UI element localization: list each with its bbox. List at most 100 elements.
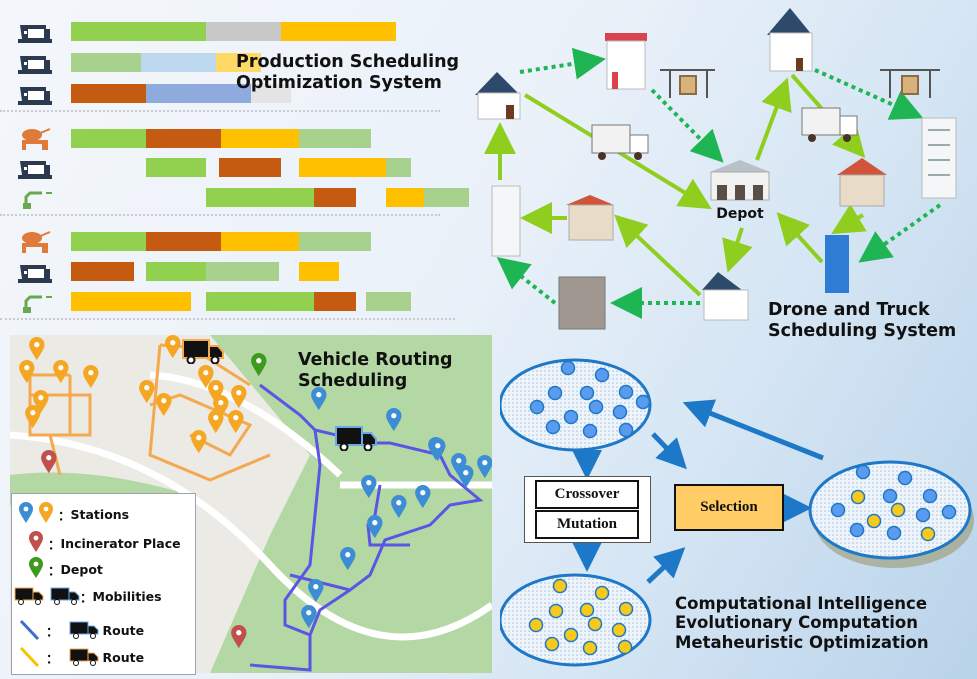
- individual-dot: [618, 601, 634, 617]
- caption-line2: Evolutionary Computation: [675, 613, 919, 633]
- gantt-task-bar: [206, 188, 314, 207]
- individual-dot: [560, 360, 576, 376]
- gantt-task-bar: [221, 129, 299, 148]
- orange-station-pin[interactable]: [18, 360, 36, 388]
- orange-station-pin[interactable]: [207, 410, 225, 438]
- house-icon: [767, 8, 813, 72]
- orange-station-pin[interactable]: [230, 385, 248, 413]
- drone-truck-title: Drone and Truck Scheduling System: [768, 300, 956, 341]
- blue-station-pin[interactable]: [339, 547, 357, 575]
- blue-station-pin[interactable]: [429, 438, 447, 466]
- blue-station-pin[interactable]: [390, 495, 408, 523]
- individual-dot: [920, 526, 936, 542]
- gantt-task-bar: [218, 158, 281, 177]
- flow-arrow: [651, 432, 687, 470]
- orange-station-pin[interactable]: [164, 335, 182, 363]
- individual-dot: [612, 404, 628, 420]
- blue-station-pin[interactable]: [300, 605, 318, 633]
- blue-station-pin[interactable]: [414, 485, 432, 513]
- orange-station-pin[interactable]: [207, 380, 225, 408]
- orange-station-pin[interactable]: [24, 405, 42, 433]
- legend-separator: ：: [48, 537, 61, 552]
- orange-station-pin[interactable]: [190, 430, 208, 458]
- gantt-task-bar: [281, 22, 396, 41]
- gantt-task-bar: [216, 53, 261, 72]
- group-separator: [0, 110, 440, 112]
- orange-station-pin[interactable]: [212, 395, 230, 423]
- caption-line1: Computational Intelligence: [675, 594, 928, 613]
- gantt-task-bar: [146, 84, 251, 103]
- house-icon: [566, 195, 614, 241]
- orange-station-pin[interactable]: [227, 410, 245, 438]
- gantt-task-bar: [71, 53, 141, 72]
- production-title-line1: Production Scheduling: [236, 52, 460, 72]
- gantt-task-bar: [386, 158, 411, 177]
- gantt-task-bar: [146, 158, 206, 177]
- individual-dot: [547, 385, 563, 401]
- legend-mobilities-label: Mobilities: [92, 588, 162, 604]
- truck-route: [614, 214, 702, 297]
- blue-station-pin[interactable]: [450, 453, 468, 481]
- orange-station-pin[interactable]: [138, 380, 156, 408]
- blue-mobility-truck[interactable]: [335, 425, 377, 452]
- production-title-line2: Optimization System: [236, 72, 442, 93]
- gantt-task-bar: [146, 262, 206, 281]
- press-machine-icon: [18, 83, 52, 105]
- incinerator-pin[interactable]: [230, 625, 248, 653]
- individual-dot: [563, 409, 579, 425]
- legend-orange-route-label: Route: [102, 649, 145, 665]
- drone-route: [858, 203, 942, 263]
- truck-route: [755, 77, 792, 161]
- incinerator-pin[interactable]: [40, 450, 58, 478]
- caption-line3: Metaheuristic Optimization: [675, 632, 929, 652]
- offspring-population: [500, 573, 652, 667]
- individual-dot: [548, 603, 564, 619]
- blue-truck-icon: [50, 587, 80, 605]
- gantt-task-bar: [251, 84, 291, 103]
- blue-station-pin[interactable]: [366, 515, 384, 543]
- legend-blue-route: ： Route: [18, 618, 144, 642]
- gantt-task-bar: [313, 188, 356, 207]
- group-separator: [0, 214, 440, 216]
- gantt-task-bar: [298, 232, 371, 251]
- legend-incinerator: ： Incinerator Place: [28, 531, 181, 556]
- orange-mobility-truck[interactable]: [182, 338, 224, 365]
- orange-station-pin[interactable]: [52, 360, 70, 388]
- individual-dot: [866, 513, 882, 529]
- blue-station-pin[interactable]: [385, 408, 403, 436]
- individual-dot: [882, 488, 898, 504]
- legend-stations: ： Stations: [18, 502, 129, 527]
- cutting-machine-icon: [18, 231, 52, 253]
- individual-dot: [618, 384, 634, 400]
- press-machine-icon: [18, 21, 52, 43]
- legend-depot-label: Depot: [60, 562, 103, 577]
- depot-pin[interactable]: [250, 353, 268, 381]
- orange-route-line-icon: [19, 646, 40, 668]
- house-icon: [837, 158, 887, 207]
- orange-station-pin[interactable]: [197, 365, 215, 393]
- blue-station-pin[interactable]: [360, 475, 378, 503]
- delivery-truck-icon: [591, 124, 649, 160]
- robot-arm-icon: [18, 187, 52, 209]
- gantt-task-bar: [221, 232, 299, 251]
- legend-separator: ：: [58, 508, 71, 523]
- orange-station-pin[interactable]: [155, 393, 173, 421]
- apartment-icon: [605, 33, 647, 90]
- house-icon: [702, 272, 749, 321]
- park-area: [210, 335, 492, 673]
- blue-station-pin[interactable]: [457, 465, 475, 493]
- orange-station-pin[interactable]: [32, 390, 50, 418]
- individual-dot: [897, 470, 913, 486]
- evolutionary-diagram: [500, 358, 974, 667]
- blue-route-line-icon: [19, 619, 40, 641]
- flow-arrow: [646, 547, 686, 584]
- blue-station-pin[interactable]: [476, 455, 492, 483]
- legend-separator: ：: [46, 650, 59, 666]
- orange-station-pin[interactable]: [82, 365, 100, 393]
- orange-station-pin[interactable]: [28, 337, 46, 365]
- blue-station-pin[interactable]: [310, 387, 328, 415]
- blue-station-pin[interactable]: [307, 579, 325, 607]
- depot-label: Depot: [716, 206, 764, 222]
- individual-dot: [635, 394, 651, 410]
- individual-dot: [582, 423, 598, 439]
